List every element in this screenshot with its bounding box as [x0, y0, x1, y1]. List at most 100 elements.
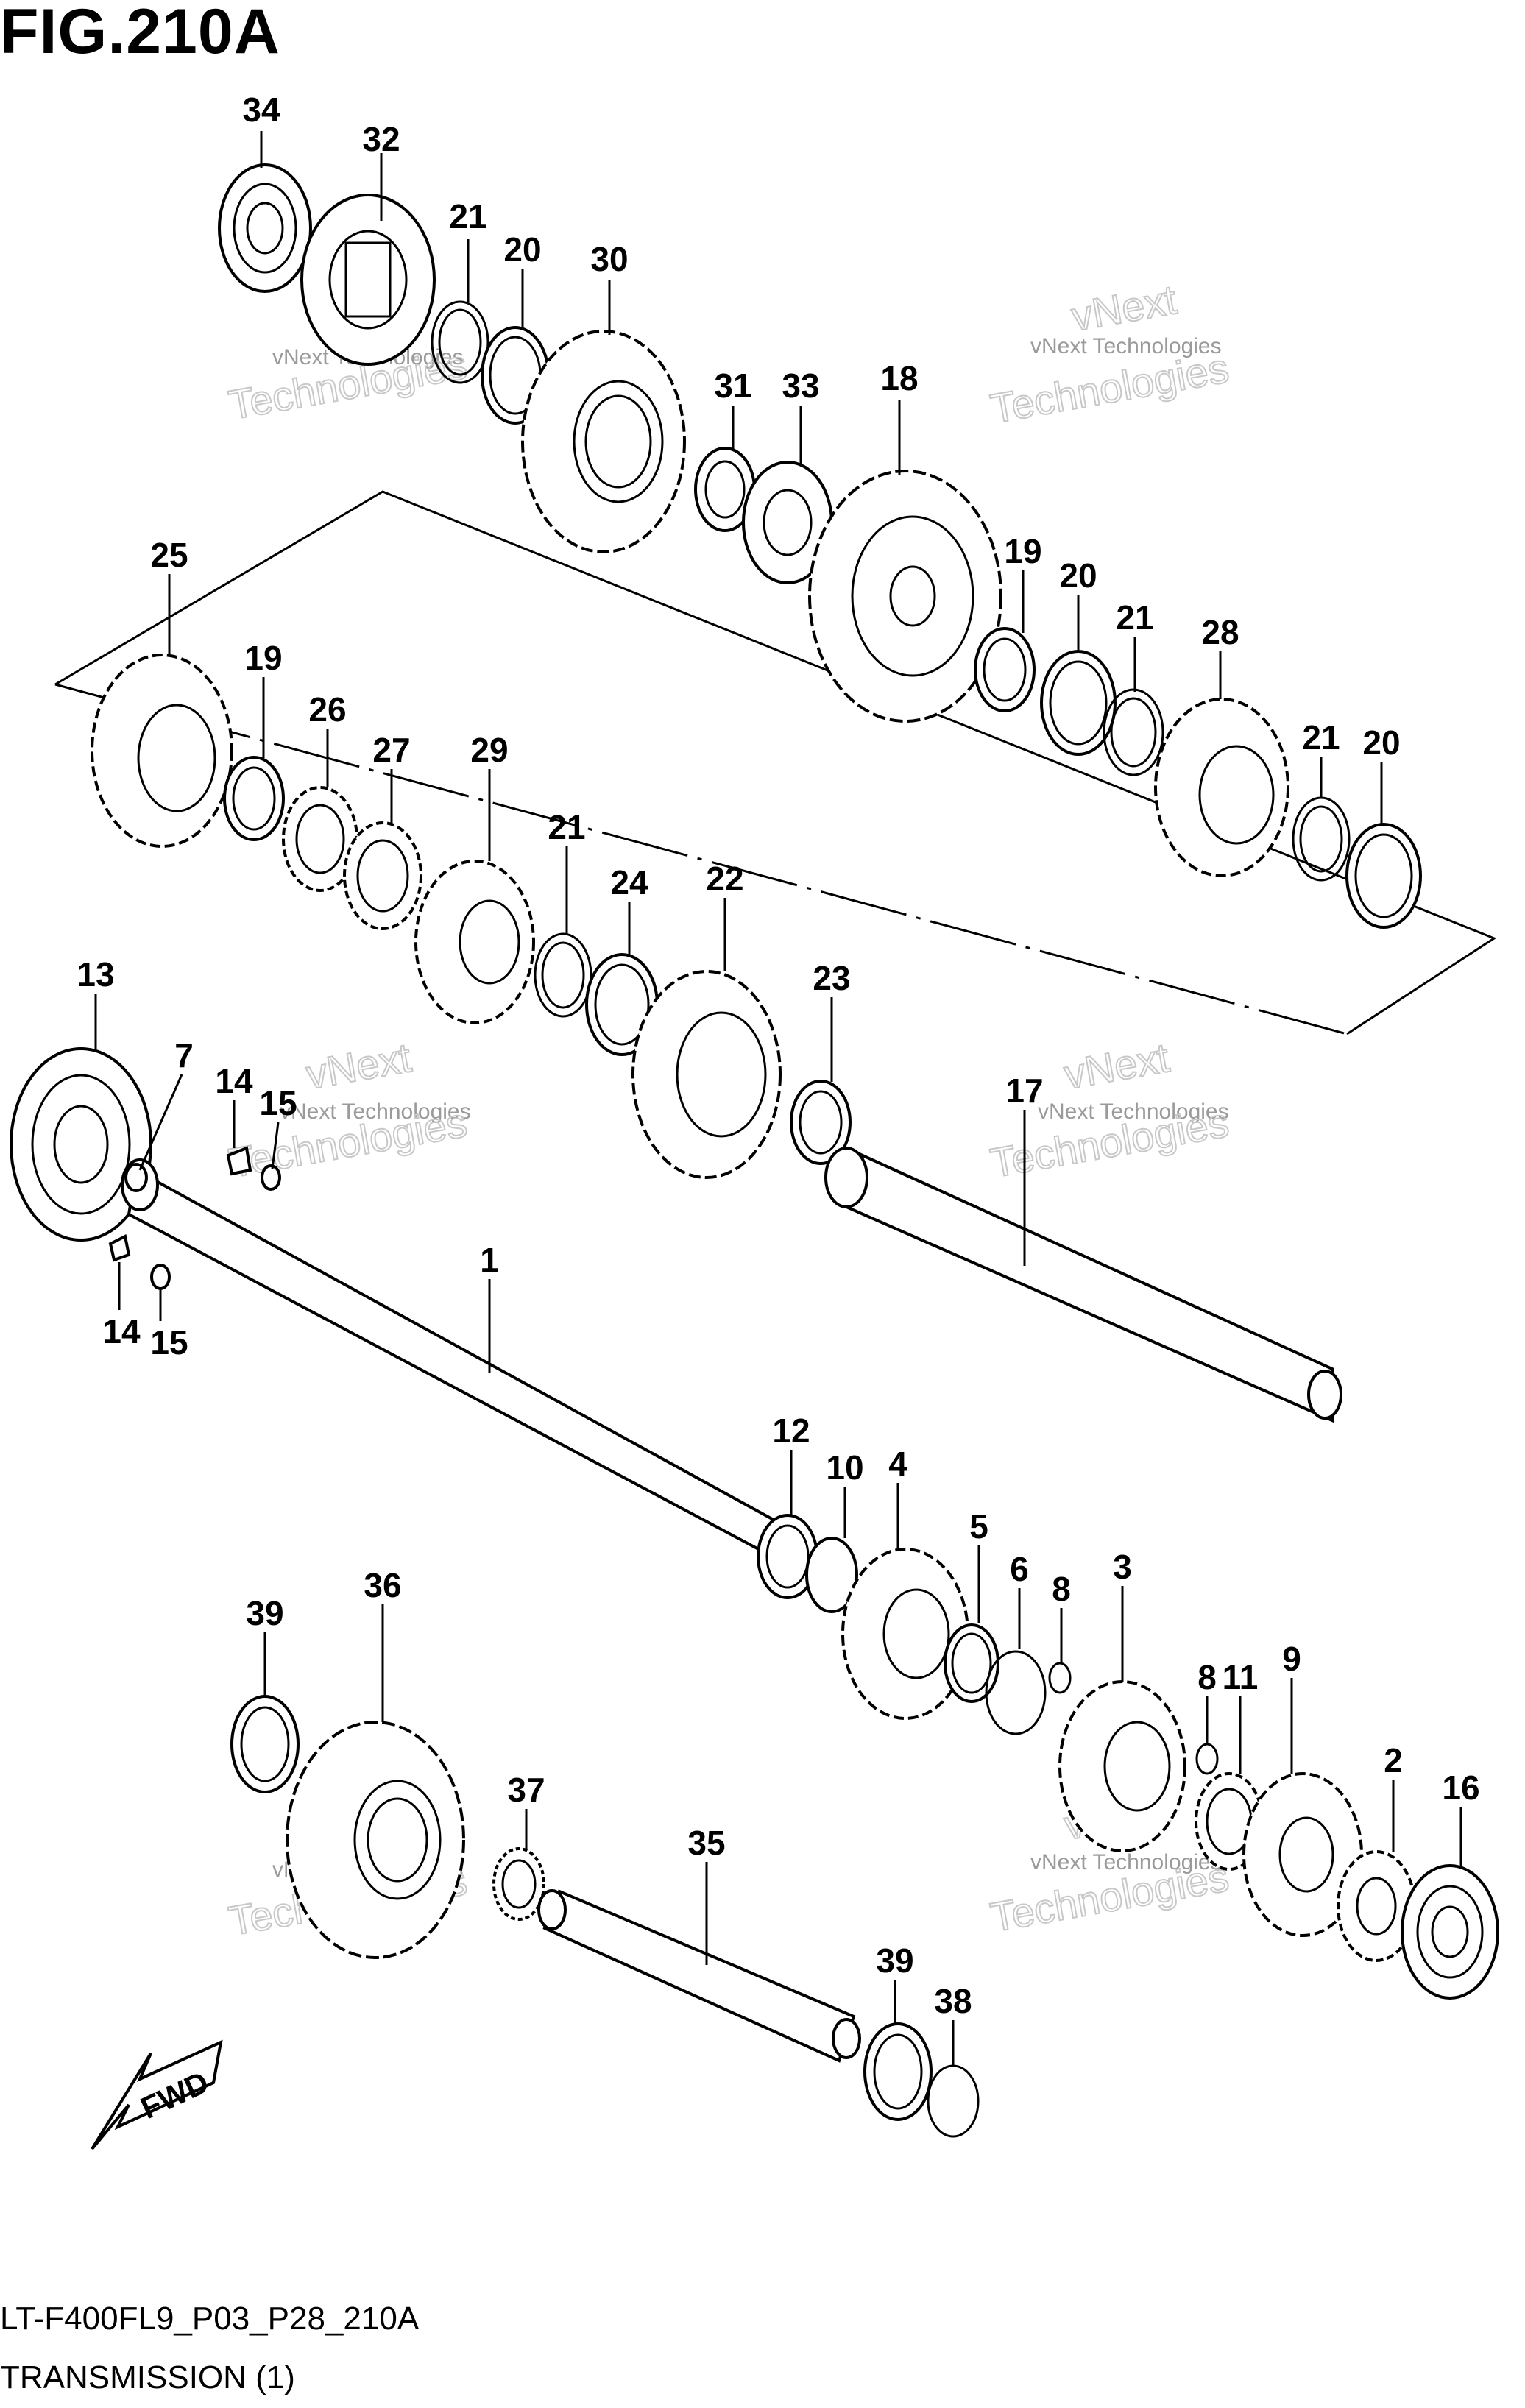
figure-title: FIG.210A	[0, 0, 280, 67]
svg-text:vNext: vNext	[1068, 276, 1180, 340]
callout-20: 20	[1059, 556, 1097, 595]
pin-7	[124, 1163, 148, 1192]
countershaft-group-frame-base	[54, 683, 1348, 1035]
callout-10: 10	[826, 1448, 863, 1487]
bearing-34	[218, 163, 312, 293]
svg-text:vNext: vNext	[1061, 1034, 1172, 1098]
callout-34: 34	[242, 91, 280, 129]
lock-washer-27	[343, 821, 422, 930]
callout-5: 5	[969, 1507, 988, 1545]
svg-text:vNext Technologies: vNext Technologies	[280, 1099, 471, 1124]
bushing-23	[790, 1080, 852, 1165]
callout-2: 2	[1384, 1741, 1403, 1780]
callout-29: 29	[470, 731, 508, 769]
callout-15: 15	[150, 1323, 188, 1361]
needle-bearing-37	[492, 1847, 545, 1921]
callout-4: 4	[888, 1445, 907, 1483]
callout-25: 25	[150, 536, 188, 574]
washer-39-right	[863, 2022, 933, 2121]
plate-14-lower	[108, 1234, 131, 1262]
screw-15-lower	[150, 1264, 171, 1290]
washer-20-mid	[1040, 650, 1117, 756]
callout-7: 7	[174, 1036, 194, 1074]
circlip-21-mid	[1103, 688, 1164, 776]
callout-39: 39	[876, 1941, 913, 1980]
screw-15-upper	[261, 1164, 281, 1191]
bushing-19-top	[974, 627, 1036, 712]
callout-39: 39	[246, 1594, 283, 1632]
callout-20: 20	[503, 230, 541, 269]
callout-14: 14	[102, 1312, 141, 1350]
circlip-8-upper	[1048, 1662, 1072, 1694]
fwd-direction-badge: FWD	[91, 2039, 223, 2150]
shift-cam-32	[300, 194, 436, 366]
bushing-5	[944, 1623, 999, 1703]
callout-15: 15	[259, 1084, 297, 1122]
callout-35: 35	[687, 1824, 725, 1862]
countershaft-17	[824, 1145, 1342, 1423]
watermark-top-right: vNext Technologies vNext Technologies	[986, 275, 1233, 433]
reverse-idle-gear-36	[286, 1721, 465, 1959]
callout-11: 11	[1223, 1658, 1259, 1696]
svg-text:vNext Technologies: vNext Technologies	[1030, 1850, 1222, 1874]
washer-10	[805, 1537, 858, 1613]
washer-20-right	[1345, 823, 1422, 929]
callout-37: 37	[507, 1771, 545, 1809]
callout-3: 3	[1113, 1548, 1132, 1586]
countershaft-group-frame	[54, 490, 1497, 1035]
callout-14: 14	[215, 1062, 253, 1100]
plate-14-upper	[226, 1146, 252, 1176]
callout-19: 19	[1004, 532, 1041, 570]
callout-12: 12	[772, 1412, 810, 1450]
callout-38: 38	[934, 1982, 972, 2020]
section-title: TRANSMISSION (1)	[0, 2359, 295, 2395]
diagram-code: LT-F400FL9_P03_P28_210A	[0, 2301, 420, 2337]
callout-33: 33	[782, 366, 819, 405]
washer-39-left	[230, 1695, 300, 1793]
callout-23: 23	[813, 959, 850, 997]
bushing-19-mid	[223, 756, 285, 841]
leader-lines	[94, 131, 1462, 2066]
bearing-16	[1401, 1864, 1499, 2000]
svg-text:vNext Technologies: vNext Technologies	[1038, 1099, 1229, 1124]
callout-30: 30	[590, 240, 628, 278]
callout-13: 13	[77, 955, 114, 994]
callout-21: 21	[1302, 718, 1340, 757]
callout-17: 17	[1005, 1072, 1043, 1110]
callout-20: 20	[1362, 723, 1400, 762]
callout-8: 8	[1052, 1570, 1071, 1608]
callout-36: 36	[364, 1566, 401, 1604]
gear-28	[1154, 698, 1289, 877]
circlip-21-top	[431, 300, 489, 384]
reverse-idle-shaft-35	[537, 1889, 861, 2063]
gear-29	[414, 860, 535, 1024]
gear-3	[1058, 1680, 1186, 1852]
callout-16: 16	[1442, 1768, 1479, 1807]
callout-9: 9	[1282, 1640, 1301, 1678]
callout-31: 31	[714, 366, 751, 405]
svg-text:vNext: vNext	[302, 1034, 414, 1098]
callout-24: 24	[610, 863, 648, 902]
gear-4	[841, 1548, 969, 1720]
callout-32: 32	[362, 120, 400, 158]
callout-22: 22	[706, 860, 743, 898]
circlip-21-lower	[534, 932, 592, 1018]
callout-26: 26	[308, 690, 346, 729]
gear-22	[631, 970, 782, 1179]
callout-21: 21	[1116, 598, 1153, 637]
callout-18: 18	[880, 359, 918, 397]
gear-25	[91, 654, 233, 848]
svg-text:vNext Technologies: vNext Technologies	[1030, 334, 1222, 358]
gear-30	[521, 330, 686, 553]
callout-1: 1	[480, 1241, 499, 1279]
callout-19: 19	[244, 639, 282, 677]
callout-8: 8	[1197, 1658, 1217, 1696]
gear-18	[808, 470, 1002, 723]
circlip-38	[927, 2064, 980, 2138]
main-shaft-1	[121, 1158, 782, 1555]
callout-6: 6	[1010, 1550, 1029, 1588]
callout-27: 27	[372, 731, 410, 769]
circlip-8-lower	[1195, 1743, 1219, 1775]
callout-21: 21	[449, 197, 486, 236]
